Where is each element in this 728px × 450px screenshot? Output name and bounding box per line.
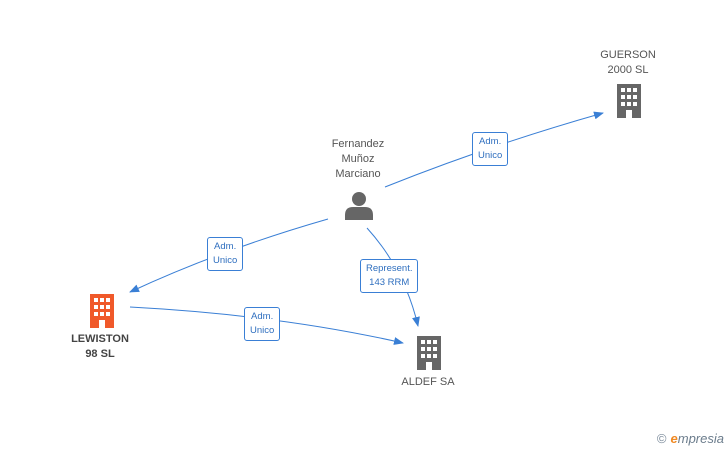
edge-label-line1: Adm. bbox=[214, 241, 237, 252]
edge-label-line2: 143 RRM bbox=[369, 277, 410, 288]
lewiston-name-line2: 98 SL bbox=[85, 348, 115, 360]
person-name-line3: Marciano bbox=[335, 168, 381, 180]
edge-label-represent[interactable]: Represent. 143 RRM bbox=[360, 259, 419, 293]
edge-label-line2: Unico bbox=[250, 325, 275, 336]
aldef-name-line1: ALDEF SA bbox=[401, 376, 455, 388]
edge-label-lewiston-to-aldef[interactable]: Adm. Unico bbox=[244, 307, 281, 341]
guerson-name-line2: 2000 SL bbox=[607, 64, 649, 76]
aldef-node-label[interactable]: ALDEF SA bbox=[388, 375, 468, 390]
lewiston-name-line1: LEWISTON bbox=[71, 333, 129, 345]
brand-initial: e bbox=[670, 431, 678, 446]
edge-label-line1: Represent. bbox=[366, 263, 413, 274]
guerson-name-line1: GUERSON bbox=[600, 49, 656, 61]
person-node-label[interactable]: Fernandez Muñoz Marciano bbox=[318, 137, 398, 182]
edge-label-to-guerson[interactable]: Adm. Unico bbox=[472, 132, 509, 166]
edge-label-line1: Adm. bbox=[251, 311, 274, 322]
brand-logo: empresia bbox=[671, 431, 724, 446]
edge-label-line1: Adm. bbox=[479, 136, 502, 147]
person-name-line1: Fernandez bbox=[331, 138, 385, 150]
lewiston-node-label[interactable]: LEWISTON 98 SL bbox=[60, 332, 140, 362]
building-icon[interactable] bbox=[86, 294, 118, 328]
person-name-line2: Muñoz bbox=[341, 153, 375, 165]
edge-label-line2: Unico bbox=[478, 150, 503, 161]
brand-rest: mpresia bbox=[677, 431, 724, 446]
edge-label-to-lewiston[interactable]: Adm. Unico bbox=[207, 237, 244, 271]
edge-label-line2: Unico bbox=[213, 255, 238, 266]
copyright-symbol: © bbox=[656, 431, 667, 446]
building-icon[interactable] bbox=[613, 84, 645, 118]
building-icon[interactable] bbox=[413, 336, 445, 370]
person-icon[interactable] bbox=[344, 190, 374, 220]
empresia-watermark: © empresia bbox=[657, 431, 724, 446]
guerson-node-label[interactable]: GUERSON 2000 SL bbox=[588, 48, 668, 78]
